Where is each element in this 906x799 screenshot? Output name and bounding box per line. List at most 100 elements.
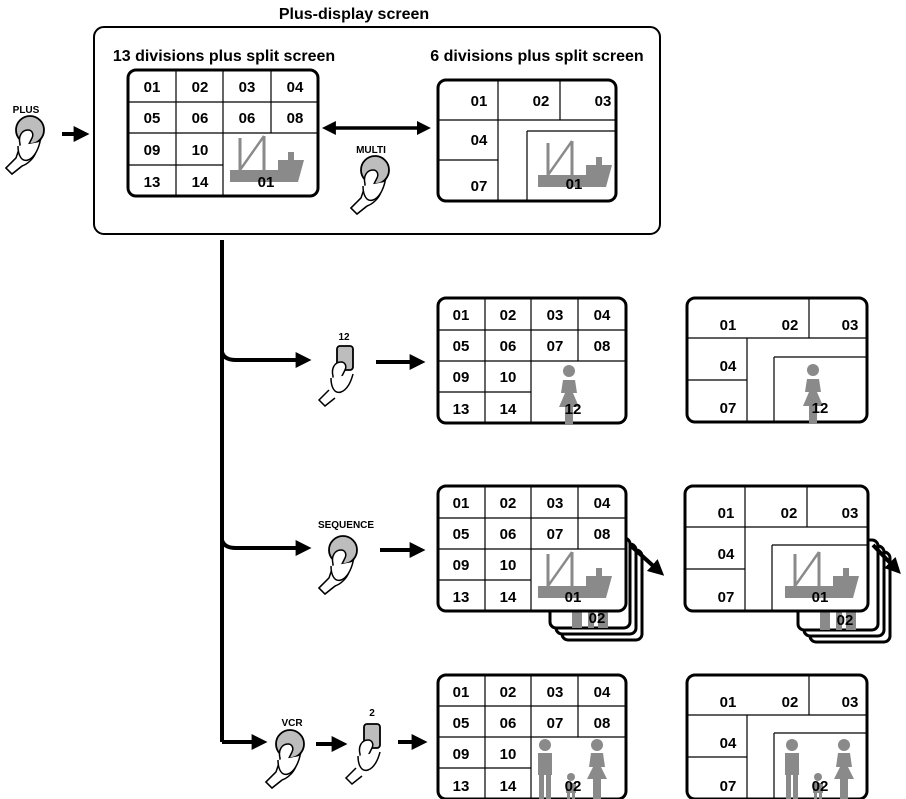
cell-07: 07 — [720, 778, 737, 795]
cell-01: 01 — [453, 495, 470, 512]
screen-top-6: 01 02 03 04 07 01 — [436, 78, 618, 203]
cell-08: 08 — [287, 110, 304, 127]
cell-03: 03 — [547, 495, 564, 512]
cell-13: 13 — [144, 174, 161, 191]
cell-09: 09 — [453, 557, 470, 574]
screen-top-13: 01 02 03 04 05 06 06 08 09 10 13 14 01 — [126, 68, 320, 198]
vcr-button-icon[interactable] — [265, 729, 305, 789]
split-label: 02 — [565, 778, 582, 795]
split-label: 01 — [566, 176, 583, 193]
ch12-button-icon[interactable] — [318, 345, 354, 407]
screen-r1-13: 01 02 03 04 05 06 07 08 09 10 13 14 12 — [436, 296, 628, 425]
screen-r3-6: 01 02 03 04 07 02 — [685, 673, 869, 799]
cell-14: 14 — [500, 401, 517, 418]
cell-14: 14 — [192, 174, 209, 191]
cell-03: 03 — [239, 79, 256, 96]
split-label: 01 — [812, 589, 829, 606]
screen-r1-6: 01 02 03 04 07 12 — [685, 296, 869, 424]
cell-03: 03 — [842, 505, 859, 522]
sequence-arrow — [871, 543, 901, 575]
plus-button-icon[interactable] — [5, 115, 45, 175]
plus-display-frame — [93, 26, 661, 235]
cell-01: 01 — [720, 317, 737, 334]
cell-05: 05 — [453, 715, 470, 732]
cell-05: 05 — [453, 526, 470, 543]
cell-06: 06 — [192, 110, 209, 127]
cell-08: 08 — [594, 526, 611, 543]
sequence-button-icon[interactable] — [318, 535, 358, 595]
cell-07: 07 — [471, 178, 488, 195]
split-label: 01 — [565, 589, 582, 606]
cell-06: 06 — [500, 526, 517, 543]
plus-button-label: PLUS — [13, 105, 40, 116]
cell-07: 07 — [718, 589, 735, 606]
cell-07: 06 — [239, 110, 256, 127]
cell-09: 09 — [453, 746, 470, 763]
branch-arrow-12 — [220, 351, 312, 368]
cell-03: 03 — [842, 694, 859, 711]
cell-02: 02 — [782, 317, 799, 334]
cell-01: 01 — [720, 694, 737, 711]
cell-04: 04 — [594, 495, 611, 512]
multi-button-label: MULTI — [356, 145, 386, 156]
cell-04: 04 — [287, 79, 304, 96]
cell-10: 10 — [500, 557, 517, 574]
split-label: 12 — [565, 401, 582, 418]
cell-02: 02 — [500, 307, 517, 324]
cell-01: 01 — [453, 307, 470, 324]
cell-13: 13 — [453, 589, 470, 606]
cell-02: 02 — [533, 93, 550, 110]
cell-07: 07 — [547, 526, 564, 543]
split-label: 02 — [812, 778, 829, 795]
vcr-button-label: VCR — [281, 718, 303, 729]
cell-05: 05 — [453, 338, 470, 355]
cell-08: 08 — [594, 715, 611, 732]
cell-13: 13 — [453, 401, 470, 418]
cell-09: 09 — [144, 142, 161, 159]
cell-02: 02 — [500, 495, 517, 512]
stack-label: 02 — [589, 610, 606, 627]
cell-06: 06 — [500, 715, 517, 732]
six-division-title: 6 divisions plus split screen — [430, 48, 643, 65]
cell-02: 02 — [500, 684, 517, 701]
cell-03: 03 — [547, 684, 564, 701]
thirteen-division-title: 13 divisions plus split screen — [113, 48, 335, 65]
cell-03: 03 — [595, 93, 612, 110]
screen-r2-13: 01 02 03 04 05 06 07 08 09 10 13 14 01 — [436, 484, 628, 613]
cell-04: 04 — [720, 735, 737, 752]
cell-10: 10 — [192, 142, 209, 159]
cell-14: 14 — [500, 589, 517, 606]
ch2-button-label: 2 — [369, 708, 375, 719]
cell-04: 04 — [471, 132, 488, 149]
cell-07: 07 — [547, 715, 564, 732]
cell-05: 05 — [144, 110, 161, 127]
cell-10: 10 — [500, 369, 517, 386]
stack-label: 02 — [837, 612, 854, 629]
sequence-button-label: SEQUENCE — [318, 520, 374, 531]
sequence-arrow — [628, 543, 665, 576]
cell-14: 14 — [500, 778, 517, 795]
cell-02: 02 — [781, 505, 798, 522]
cell-03: 03 — [547, 307, 564, 324]
ch12-button-label: 12 — [338, 332, 350, 343]
cell-13: 13 — [453, 778, 470, 795]
ch2-button-icon[interactable] — [345, 723, 381, 785]
plus-display-title: Plus-display screen — [279, 6, 429, 23]
screen-r2-6: 01 02 03 04 07 01 — [683, 484, 870, 613]
cell-04: 04 — [594, 307, 611, 324]
cell-01: 01 — [144, 79, 161, 96]
cell-04: 04 — [594, 684, 611, 701]
branch-arrow-sequence — [220, 539, 312, 556]
cell-06: 06 — [500, 338, 517, 355]
screen-r3-13: 01 02 03 04 05 06 07 08 09 10 13 14 02 — [436, 673, 628, 799]
cell-01: 01 — [471, 93, 488, 110]
cell-03: 03 — [842, 317, 859, 334]
cell-04: 04 — [720, 358, 737, 375]
multi-button-icon[interactable] — [350, 155, 390, 215]
cell-02: 02 — [782, 694, 799, 711]
split-label: 01 — [258, 174, 275, 191]
cell-02: 02 — [192, 79, 209, 96]
split-label: 12 — [812, 400, 829, 417]
cell-07: 07 — [720, 400, 737, 417]
